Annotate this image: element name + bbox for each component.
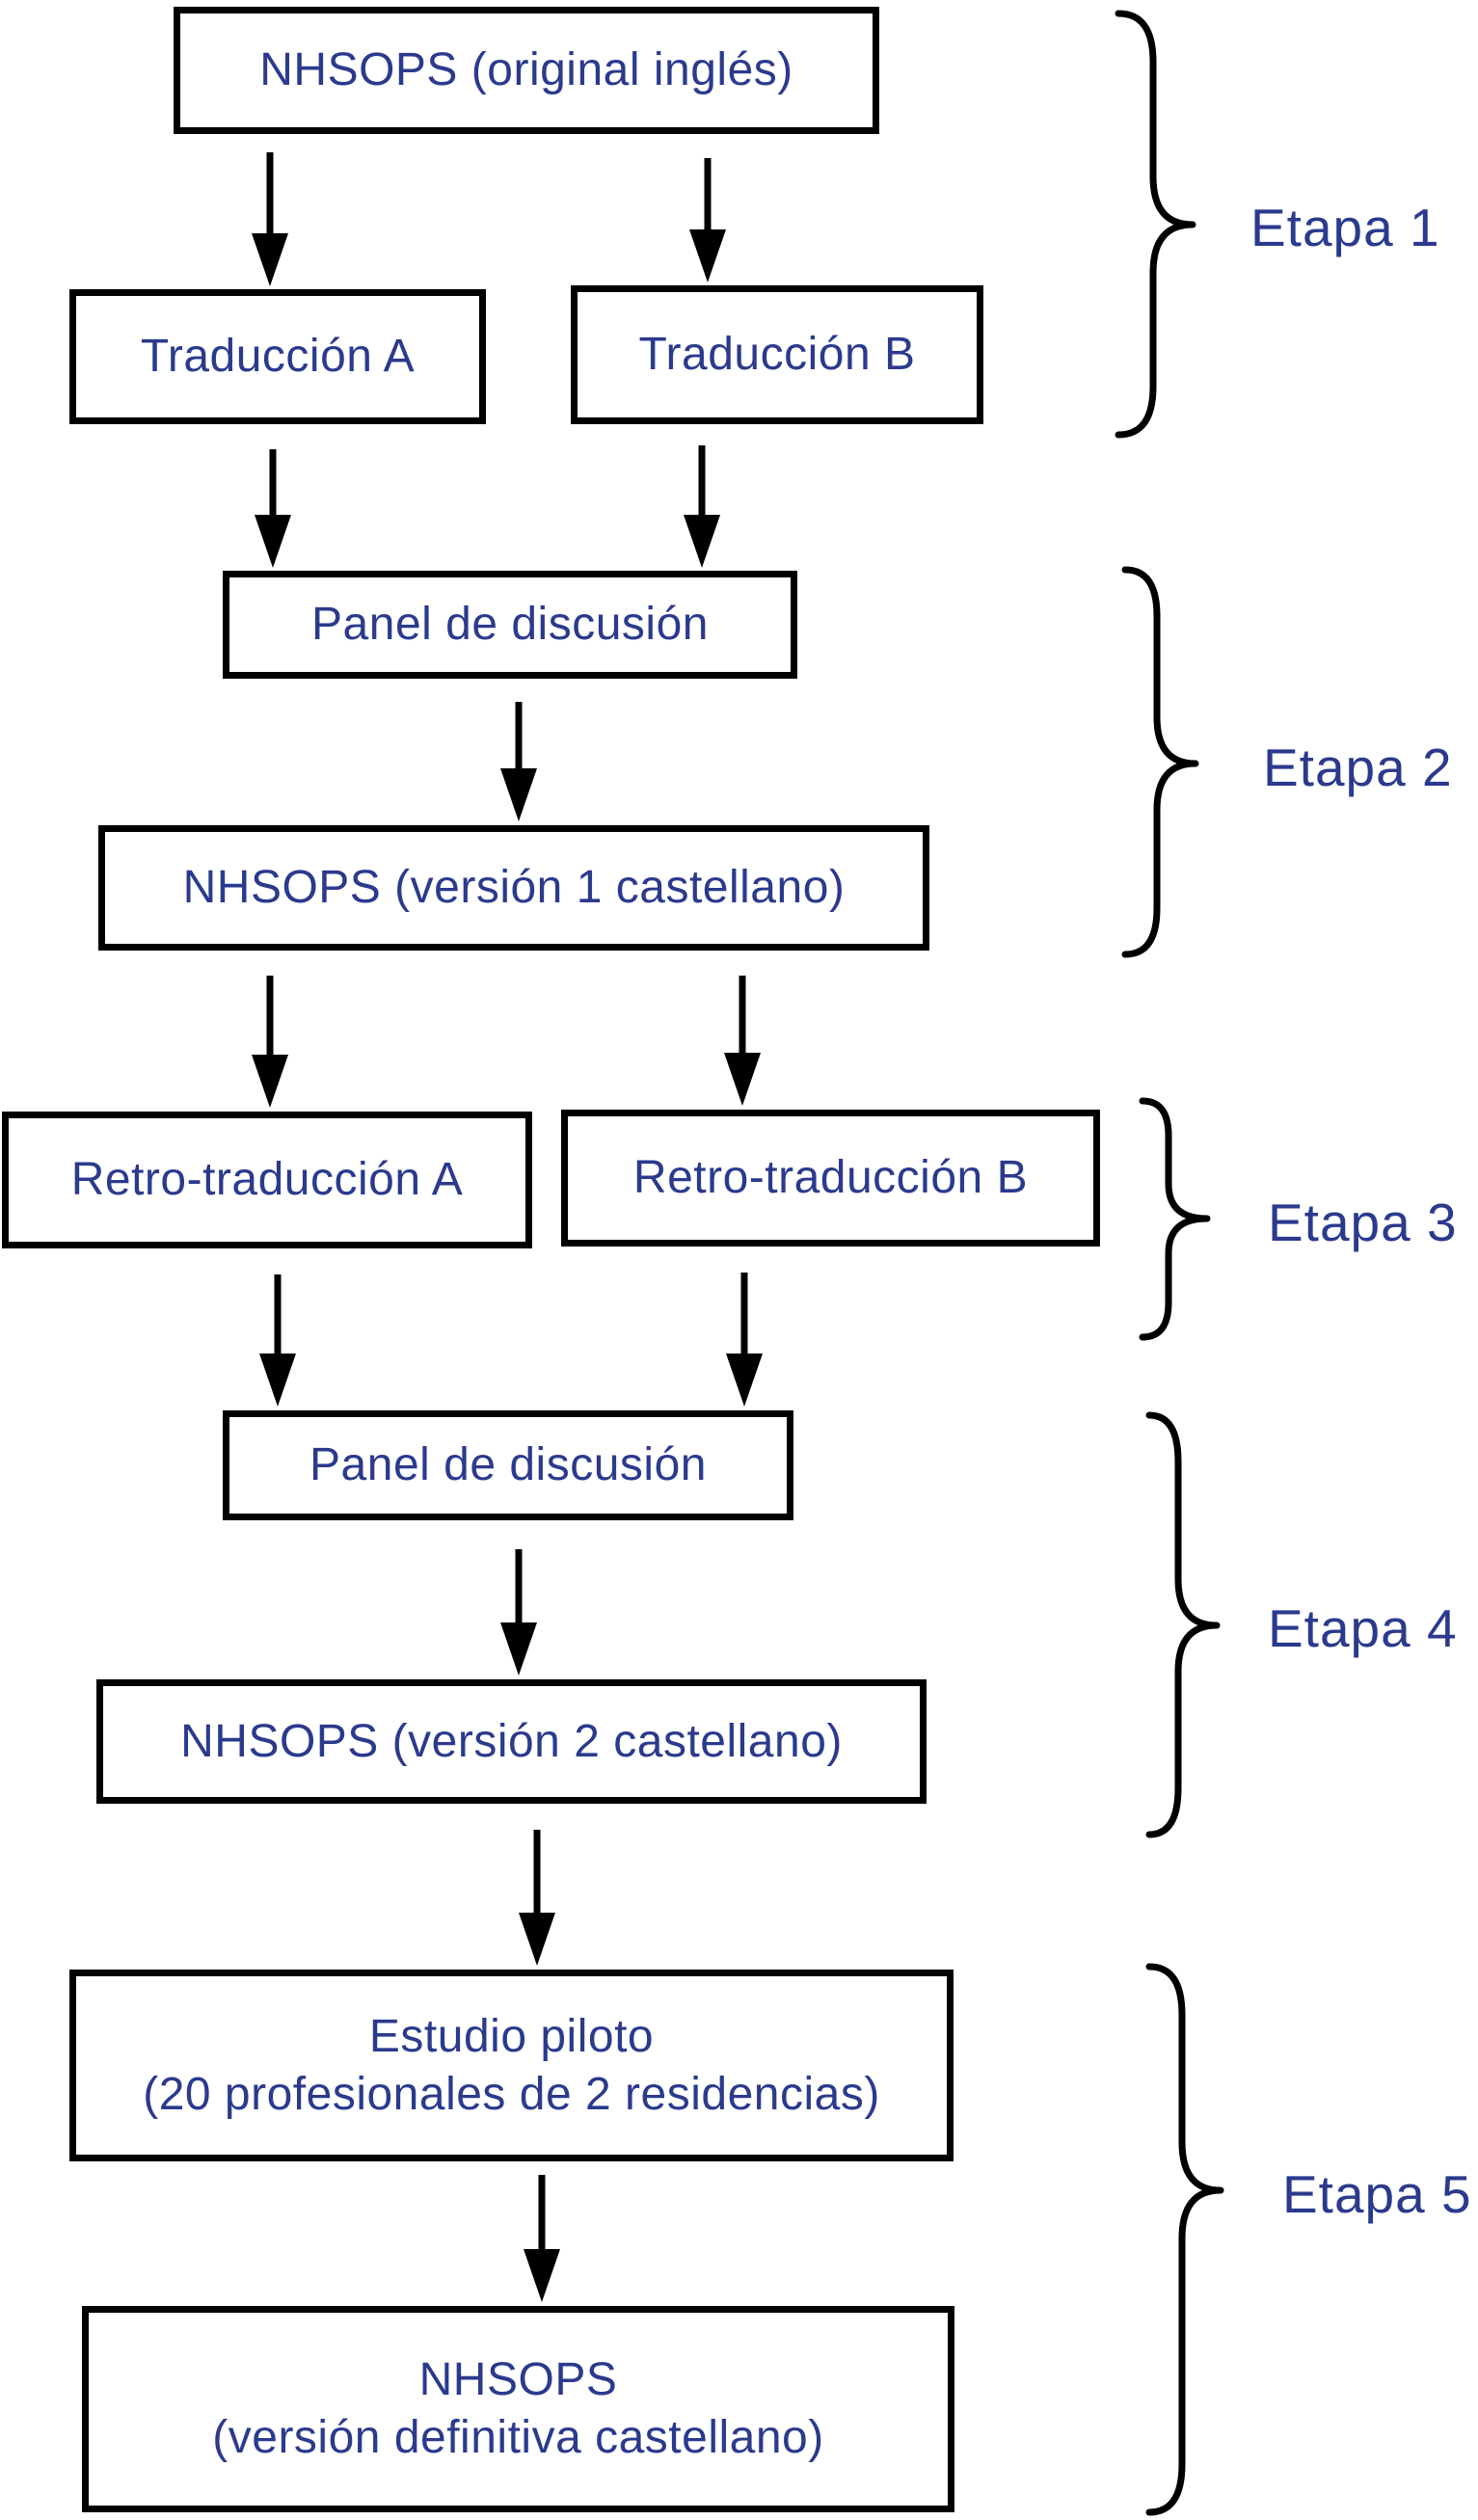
stage-label-etapa-5: Etapa 5 bbox=[1282, 2164, 1472, 2224]
box-retro-traduccion-b: Retro-traducción B bbox=[561, 1110, 1100, 1247]
stage-label-etapa-1: Etapa 1 bbox=[1250, 198, 1440, 257]
brace-etapa-2 bbox=[1121, 566, 1199, 958]
stage-label-etapa-2: Etapa 2 bbox=[1263, 737, 1453, 797]
box-traduccion-a: Traducción A bbox=[69, 289, 486, 424]
arrow-version-1-to-retro-a bbox=[252, 976, 288, 1108]
box-traduccion-b: Traducción B bbox=[571, 285, 983, 424]
box-panel-discusion-2: Panel de discusión bbox=[223, 1410, 793, 1520]
box-nhsops-version-2-label: NHSOPS (versión 2 castellano) bbox=[180, 1715, 843, 1767]
arrow-traduccion-a-to-panel-1 bbox=[255, 449, 291, 568]
box-estudio-piloto: Estudio piloto (20 profesionales de 2 re… bbox=[69, 1970, 954, 2161]
arrow-traduccion-b-to-panel-1 bbox=[684, 445, 720, 568]
box-nhsops-definitiva: NHSOPS (versión definitiva castellano) bbox=[82, 2306, 954, 2512]
box-estudio-piloto-line2: (20 profesionales de 2 residencias) bbox=[143, 2068, 880, 2120]
brace-etapa-5 bbox=[1145, 1963, 1224, 2516]
box-nhsops-version-1: NHSOPS (versión 1 castellano) bbox=[98, 825, 929, 951]
box-nhsops-version-2: NHSOPS (versión 2 castellano) bbox=[96, 1679, 927, 1804]
box-nhsops-definitiva-line1: NHSOPS bbox=[418, 2354, 618, 2405]
brace-etapa-1 bbox=[1115, 10, 1196, 439]
arrow-pilot-to-final bbox=[524, 2175, 560, 2302]
arrow-version-1-to-retro-b bbox=[724, 976, 761, 1106]
box-estudio-piloto-line1: Estudio piloto bbox=[368, 2010, 655, 2062]
box-traduccion-b-label: Traducción B bbox=[638, 329, 916, 380]
box-retro-traduccion-b-label: Retro-traducción B bbox=[632, 1152, 1029, 1203]
box-panel-discusion-1-label: Panel de discusión bbox=[311, 599, 709, 650]
arrow-retro-a-to-panel-2 bbox=[259, 1274, 296, 1407]
box-nhsops-definitiva-line2: (versión definitiva castellano) bbox=[212, 2412, 824, 2463]
arrow-original-to-traduccion-b bbox=[689, 158, 726, 282]
arrow-panel-1-to-version-1 bbox=[500, 702, 537, 821]
box-panel-discusion-2-label: Panel de discusión bbox=[309, 1439, 707, 1490]
arrow-retro-b-to-panel-2 bbox=[726, 1273, 763, 1407]
stage-label-etapa-4: Etapa 4 bbox=[1268, 1598, 1458, 1658]
box-nhsops-version-1-label: NHSOPS (versión 1 castellano) bbox=[182, 862, 846, 913]
box-traduccion-a-label: Traducción A bbox=[140, 331, 416, 382]
arrow-version-2-to-pilot bbox=[519, 1830, 555, 1966]
box-retro-traduccion-a: Retro-traducción A bbox=[2, 1112, 532, 1248]
box-nhsops-original: NHSOPS (original inglés) bbox=[174, 7, 879, 134]
box-panel-discusion-1: Panel de discusión bbox=[223, 571, 797, 679]
brace-etapa-4 bbox=[1145, 1411, 1221, 1838]
brace-etapa-3 bbox=[1139, 1097, 1211, 1341]
stage-label-etapa-3: Etapa 3 bbox=[1268, 1193, 1458, 1252]
arrow-panel-2-to-version-2 bbox=[500, 1549, 537, 1676]
box-retro-traduccion-a-label: Retro-traducción A bbox=[70, 1154, 464, 1205]
arrow-original-to-traduccion-a bbox=[252, 152, 288, 286]
box-nhsops-original-label: NHSOPS (original inglés) bbox=[259, 44, 793, 95]
